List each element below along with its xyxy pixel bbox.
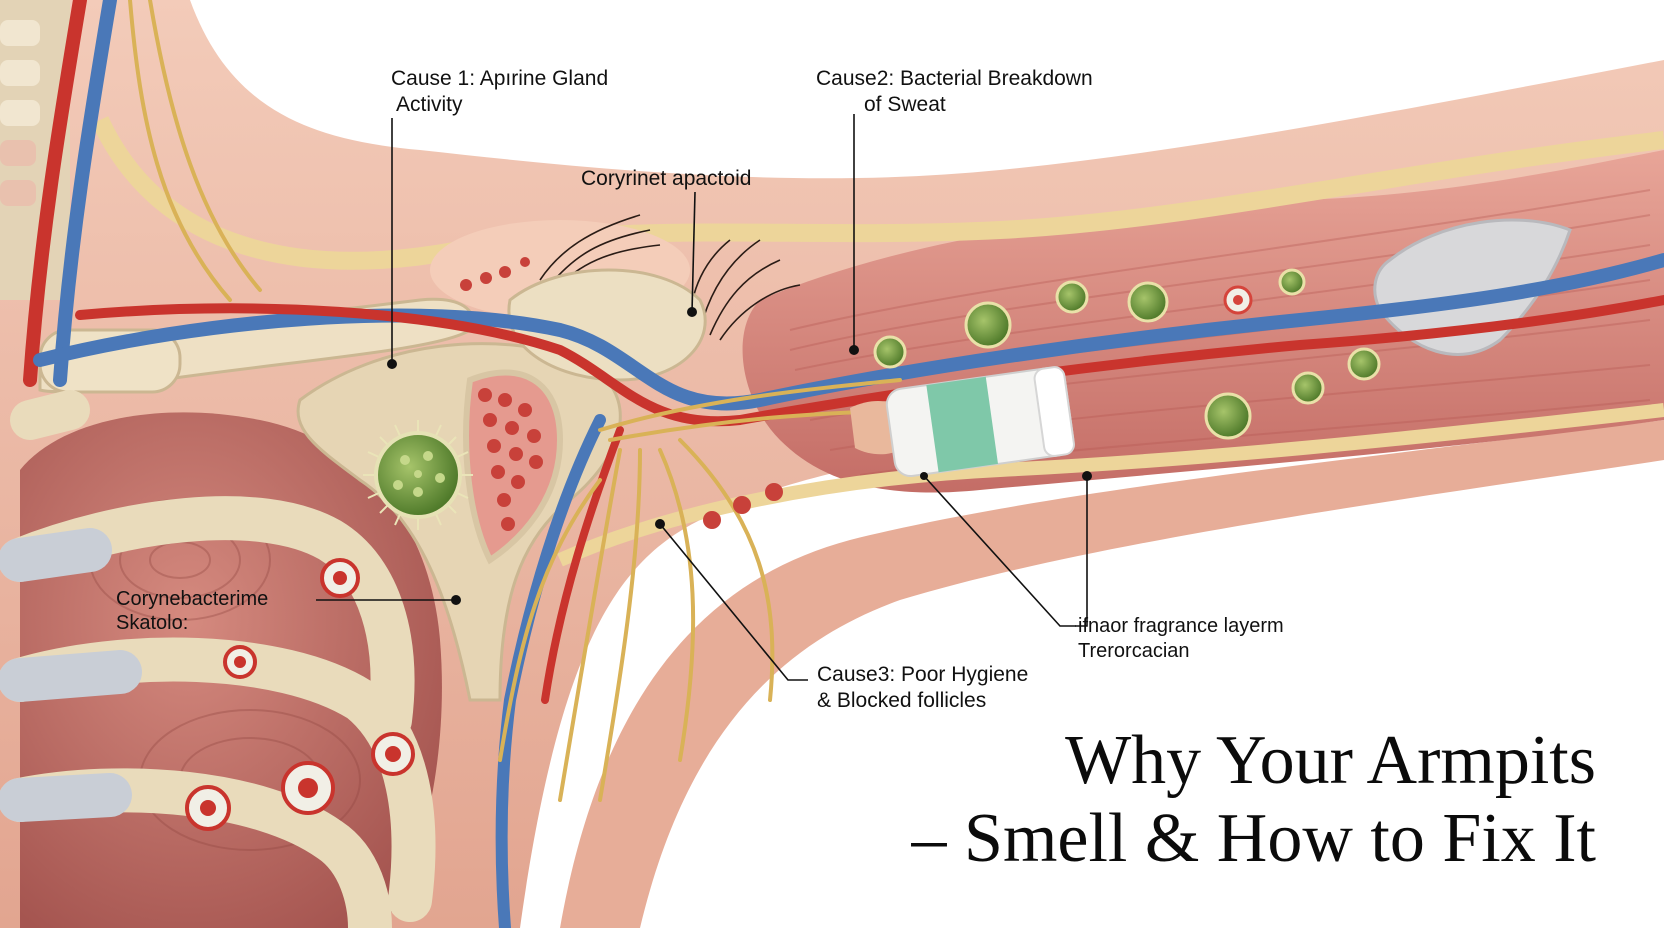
- label-cause-1: Cause 1: Apırine Gland Activity: [391, 66, 608, 118]
- page-title-line-1: Why Your Armpits: [1065, 722, 1596, 799]
- label-cause-1-line-1: Cause 1: Apırine Gland: [391, 67, 609, 90]
- label-cause-2-line-1: Cause2: Bacterial Breakdown: [816, 67, 1093, 90]
- label-cause-3: Cause3: Poor Hygiene & Blocked follicles: [817, 662, 1028, 714]
- red-sweat-cells: [185, 285, 1253, 831]
- page-title: Why Your Armpits – Smell & How to Fix It: [912, 722, 1596, 878]
- deodorant-bottle: [850, 366, 1075, 478]
- label-coryne-left-line-1: Corynebacterime: [116, 588, 269, 610]
- label-cause-3-line-2: & Blocked follicles: [817, 689, 987, 712]
- label-corynebacterium-top: Coryrinet apactoid: [581, 167, 752, 190]
- leader-lines: [316, 114, 1092, 681]
- label-fragrance-line-1: ifnaor fragrance layerm: [1078, 615, 1284, 637]
- label-fragrance-line-2: Trerorcacian: [1078, 640, 1190, 662]
- label-fragrance-layer: ifnaor fragrance layerm Trerorcacian: [1078, 614, 1284, 664]
- label-coryne-left-line-2: Skatolo:: [116, 612, 189, 634]
- nerves: [128, 0, 962, 802]
- apocrine-gland: [460, 257, 783, 565]
- bacterium-large: [363, 420, 473, 530]
- fat-layer: [91, 116, 1664, 567]
- label-cause-1-line-2: Activity: [396, 93, 463, 116]
- bacteria-small: [185, 268, 1381, 831]
- label-cause-2-line-2: of Sweat: [864, 93, 946, 116]
- label-corynebacterium-left: Corynebacterime Skatolo:: [116, 587, 268, 635]
- label-cause-2: Cause2: Bacterial Breakdown of Sweat: [816, 66, 1093, 118]
- ribs: [0, 390, 436, 928]
- page-title-line-2: – Smell & How to Fix It: [911, 800, 1596, 877]
- label-cause-3-line-1: Cause3: Poor Hygiene: [817, 663, 1029, 686]
